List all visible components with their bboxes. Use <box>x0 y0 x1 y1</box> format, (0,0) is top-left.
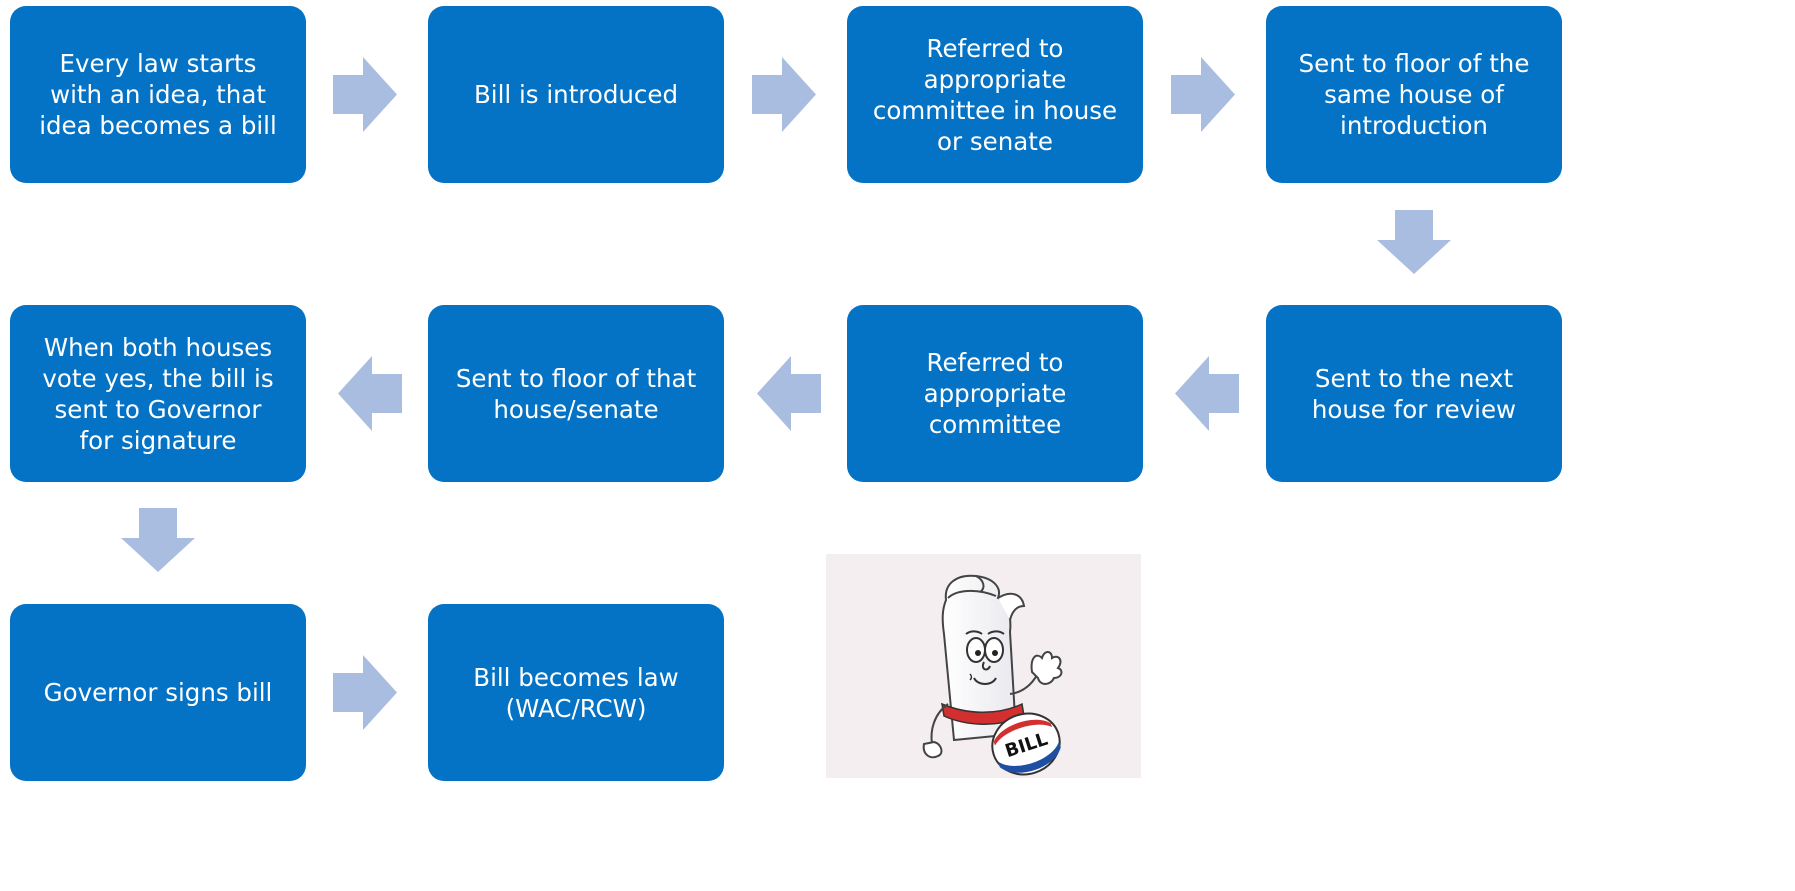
arrow-left-icon <box>757 356 821 431</box>
step-idea-label: Every law starts with an idea, that idea… <box>39 49 277 140</box>
bill-cartoon-illustration: BILL <box>826 554 1141 778</box>
step-governor: When both houses vote yes, the bill is s… <box>10 305 306 482</box>
step-committee-second: Referred to appropriate committee <box>847 305 1143 482</box>
arrow-right-icon <box>1171 57 1235 132</box>
arrow-left-icon <box>1175 356 1239 431</box>
arrow-right-icon <box>752 57 816 132</box>
step-idea: Every law starts with an idea, that idea… <box>10 6 306 183</box>
step-floor-second: Sent to floor of that house/senate <box>428 305 724 482</box>
step-floor-first: Sent to floor of the same house of intro… <box>1266 6 1562 183</box>
step-next-house: Sent to the next house for review <box>1266 305 1562 482</box>
step-law: Bill becomes law (WAC/RCW) <box>428 604 724 781</box>
step-signs-label: Governor signs bill <box>43 678 273 707</box>
step-law-label: Bill becomes law (WAC/RCW) <box>473 662 679 723</box>
step-committee-first-label: Referred to appropriate committee in hou… <box>872 33 1118 156</box>
step-next-house-label: Sent to the next house for review <box>1311 363 1517 424</box>
arrow-down-icon <box>1377 210 1451 274</box>
step-committee-second-label: Referred to appropriate committee <box>923 348 1067 439</box>
step-introduced-label: Bill is introduced <box>473 80 678 109</box>
step-committee-first: Referred to appropriate committee in hou… <box>847 6 1143 183</box>
step-floor-second-label: Sent to floor of that house/senate <box>455 363 697 424</box>
arrow-right-icon <box>333 57 397 132</box>
step-signs: Governor signs bill <box>10 604 306 781</box>
step-introduced: Bill is introduced <box>428 6 724 183</box>
arrow-right-icon <box>333 655 397 730</box>
step-floor-first-label: Sent to floor of the same house of intro… <box>1298 49 1530 140</box>
step-governor-label: When both houses vote yes, the bill is s… <box>42 332 274 455</box>
arrow-left-icon <box>338 356 402 431</box>
arrow-down-icon <box>121 508 195 572</box>
